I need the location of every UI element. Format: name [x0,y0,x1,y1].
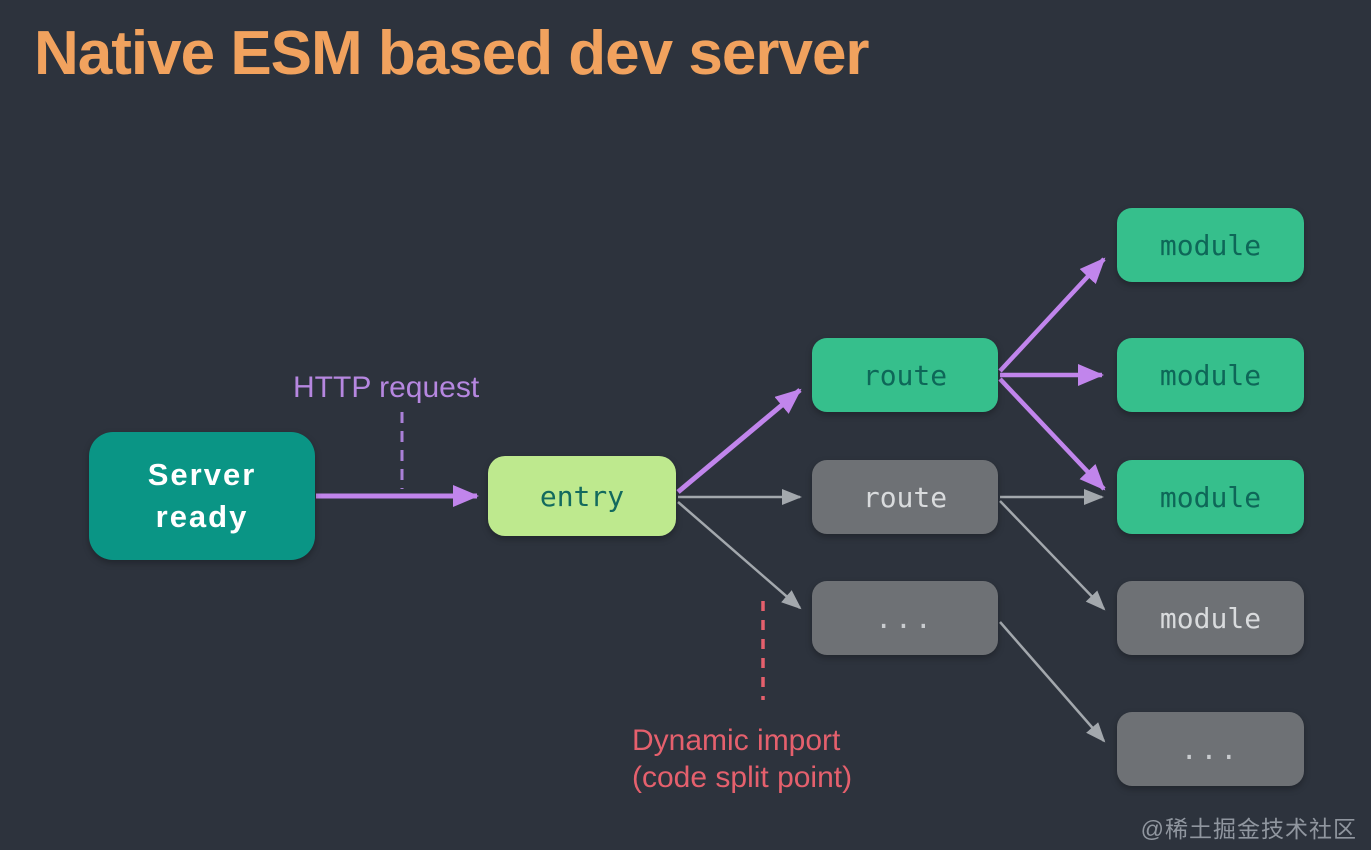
arrow-entry-to-dots-1 [677,501,802,610]
node-route-active: route [812,338,998,412]
node-route-inactive: route [812,460,998,534]
node-module-2: module [1117,338,1304,412]
arrow-route-1-to-module-3 [998,377,1106,491]
arrow-entry-to-route-1 [676,388,802,494]
http-request-label: HTTP request [293,371,480,404]
node-module-3: module [1117,460,1304,534]
slide-title: Native ESM based dev server [34,19,870,88]
dynamic-import-label-line2: (code split point) [632,761,853,794]
dynamic-import-label: Dynamic import (code split point) [632,722,852,796]
arrow-route-1-to-module-1 [998,257,1106,373]
node-module-4: module [1117,581,1304,655]
node-ellipsis-1: ... [812,581,998,655]
watermark: @稀土掘金技术社区 [1140,816,1357,842]
arrow-route-2-to-module-4 [999,500,1106,611]
node-server-ready: Server ready [89,432,315,560]
dynamic-import-label-line1: Dynamic import [632,724,841,757]
node-ellipsis-2: ... [1117,712,1304,786]
node-entry: entry [488,456,676,536]
arrow-dots-1-to-dots-2 [999,621,1106,743]
node-module-1: module [1117,208,1304,282]
